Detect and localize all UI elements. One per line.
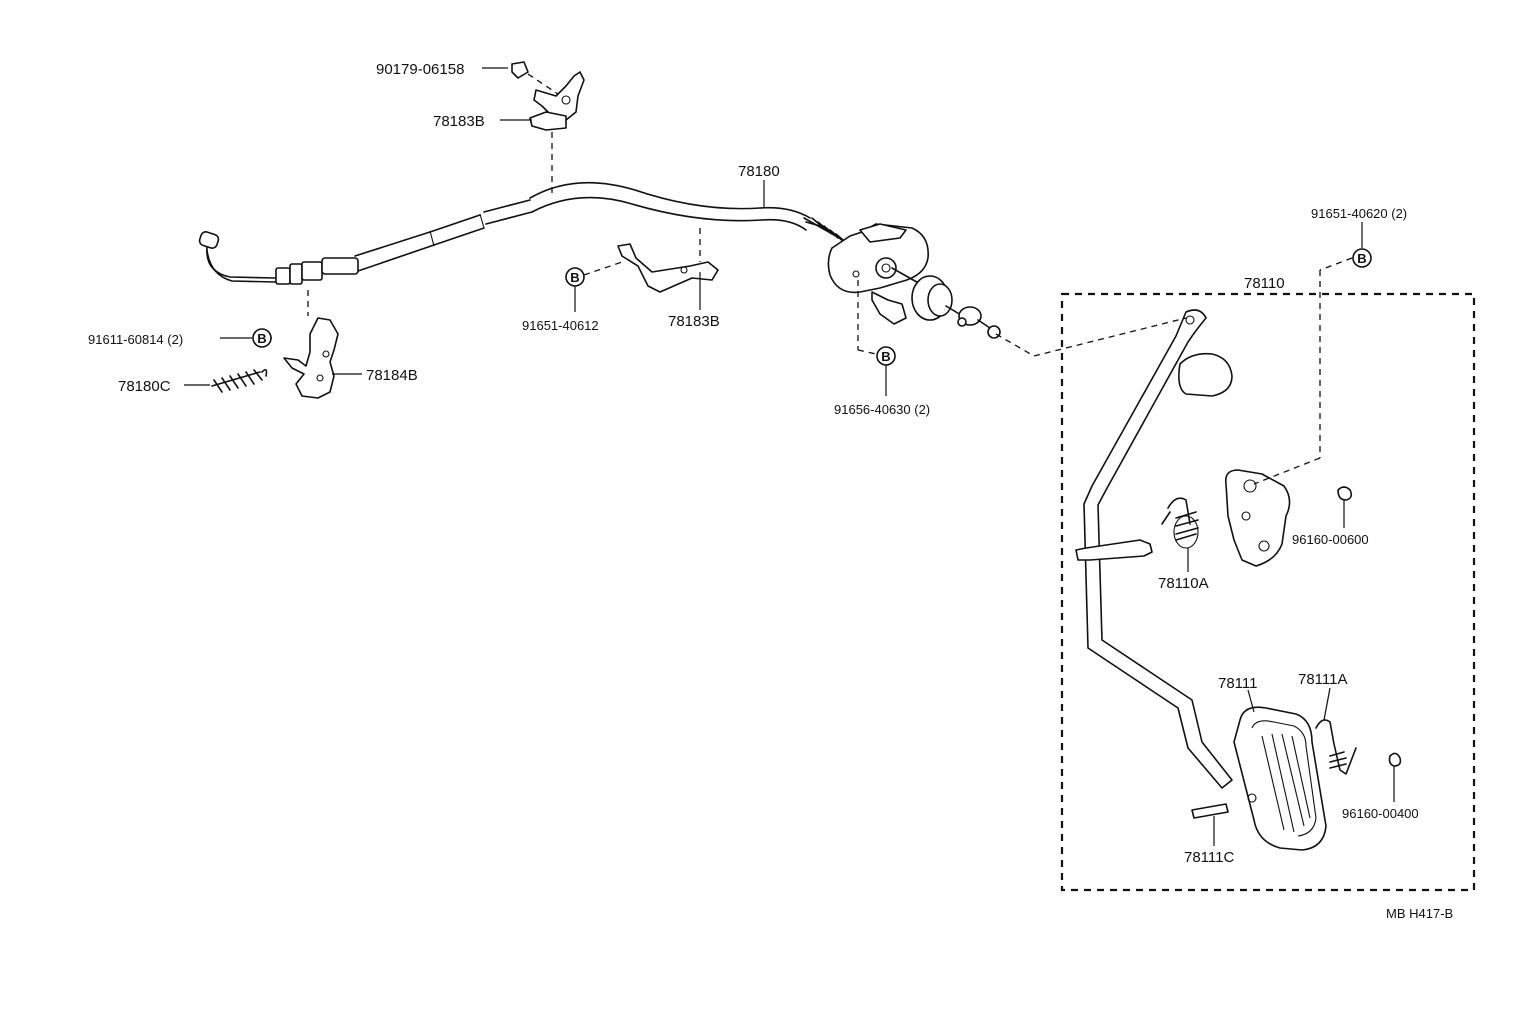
pedal-bracket [827,223,1001,339]
diagram-code: MB H417-B [1386,906,1453,921]
label-78180C: 78180C [118,378,171,395]
pedal-assembly [1075,309,1402,851]
leader-lines [184,67,1395,846]
accelerator-cable [198,181,851,285]
label-78111: 78111 [1218,675,1258,692]
part-labels: 90179-06158 78183B 78180 91651-40620 (2)… [88,61,1453,921]
label-91651-40612: 91651-40612 [522,318,599,333]
label-91651-40620: 91651-40620 (2) [1311,206,1407,221]
label-78180: 78180 [738,163,780,180]
label-78183B-mid: 78183B [668,313,720,330]
label-96160-00400: 96160-00400 [1342,806,1419,821]
b-marker-label: B [1357,251,1366,266]
label-78111C: 78111C [1184,849,1234,866]
cable-clamp-middle [617,228,719,293]
throttle-lever [211,290,339,399]
label-91656-40630: 91656-40630 (2) [834,402,930,417]
label-90179-06158: 90179-06158 [376,61,464,78]
b-marker-4: B [1352,248,1372,268]
b-marker-label: B [570,270,579,285]
cable-clamp-top [511,61,585,196]
b-marker-label: B [881,349,890,364]
b-marker-label: B [257,331,266,346]
label-78110A: 78110A [1158,575,1209,592]
b-marker-1: B [565,267,585,287]
label-78110: 78110 [1244,275,1285,292]
label-96160-00600: 96160-00600 [1292,532,1369,547]
label-91611-60814: 91611-60814 (2) [88,332,183,347]
label-78111A: 78111A [1298,671,1348,688]
b-marker-3: B [876,346,896,366]
pedal-assembly-frame [1060,292,1476,892]
b-marker-2: B [252,328,272,348]
label-78183B-top: 78183B [433,113,485,130]
label-78184B: 78184B [366,367,418,384]
